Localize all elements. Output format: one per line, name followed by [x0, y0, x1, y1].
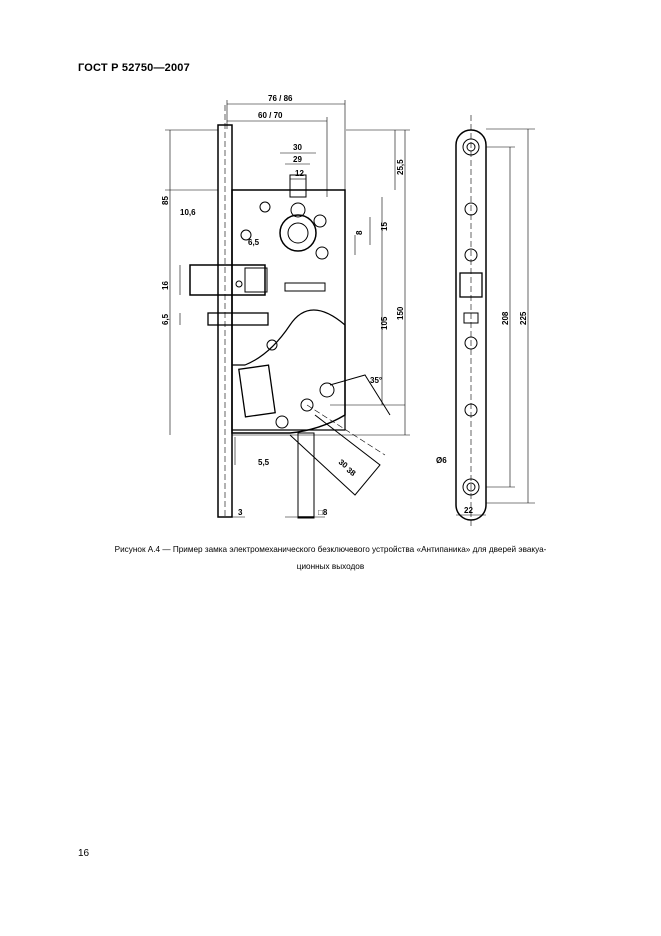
dim-6-5b: 6,5	[161, 313, 170, 325]
dim-150: 150	[396, 306, 405, 320]
dim-3: 3	[238, 508, 243, 517]
standard-code: ГОСТ Р 52750—2007	[78, 62, 190, 74]
caption-line-1: Рисунок А.4 — Пример замка электромехани…	[114, 545, 547, 554]
dim-30: 30	[293, 143, 302, 152]
dim-76-86: 76 / 86	[268, 94, 293, 103]
dim-sq8: □8	[318, 508, 328, 517]
lock-drawing-svg: 76 / 86 60 / 70 30 29 12 25,5 85 10,6 8 …	[161, 94, 535, 527]
dim-12: 12	[295, 169, 304, 178]
dim-16: 16	[161, 281, 170, 290]
dim-85: 85	[161, 196, 170, 205]
dim-225: 225	[519, 311, 528, 325]
dim-38: 38	[345, 465, 358, 478]
dim-22: 22	[464, 506, 473, 515]
dim-35deg: 35°	[370, 376, 382, 385]
figure-caption: Рисунок А.4 — Пример замка электромехани…	[78, 541, 583, 575]
dim-105: 105	[380, 316, 389, 330]
dim-5-5: 5,5	[258, 458, 270, 467]
lock-drawing: 76 / 86 60 / 70 30 29 12 25,5 85 10,6 8 …	[150, 85, 550, 530]
caption-line-2: ционных выходов	[296, 562, 365, 571]
dim-60-70: 60 / 70	[258, 111, 283, 120]
dim-10-6: 10,6	[180, 208, 196, 217]
dim-15: 15	[380, 222, 389, 231]
page-number: 16	[78, 848, 90, 859]
dim-dia6: Ø6	[436, 456, 447, 465]
dim-25-5: 25,5	[396, 159, 405, 175]
dim-208: 208	[501, 311, 510, 325]
dim-6-5a: 6,5	[248, 238, 260, 247]
dim-29: 29	[293, 155, 302, 164]
dim-8: 8	[355, 230, 364, 235]
